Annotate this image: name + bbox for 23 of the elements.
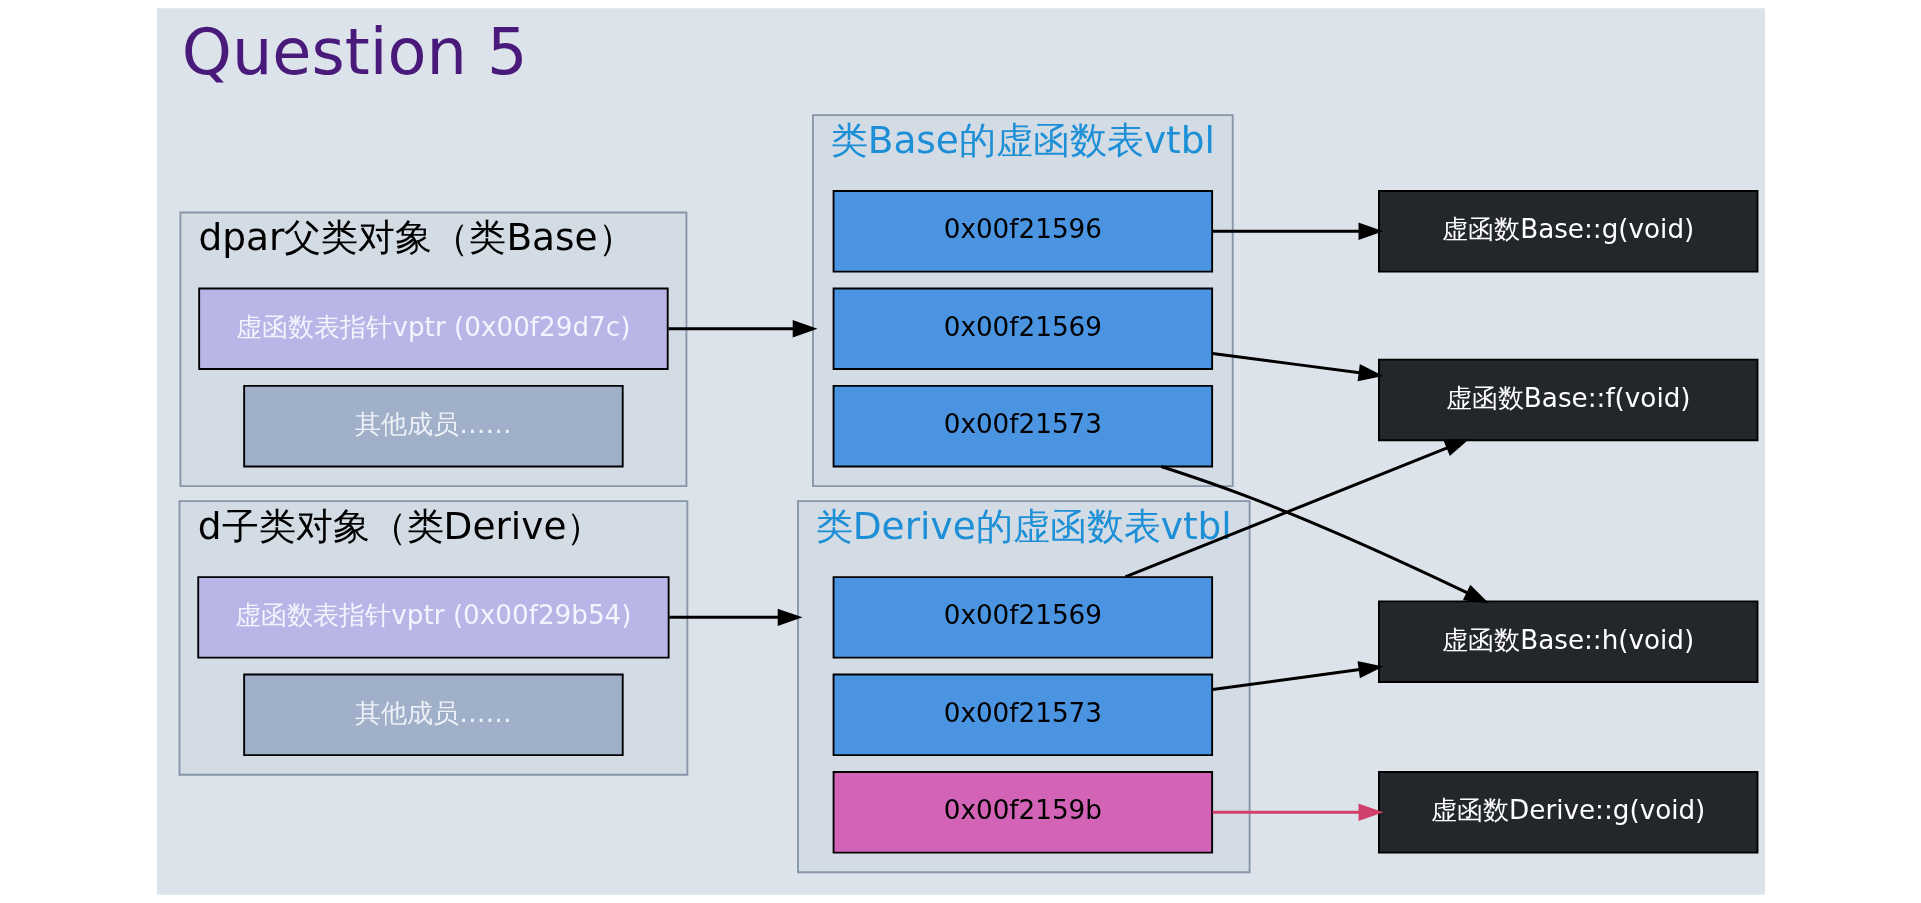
node-box: 0x00f21596 <box>832 190 1213 273</box>
node-box: 0x00f21569 <box>832 576 1213 659</box>
arrow <box>1212 222 1383 240</box>
node-box: 虚函数表指针vptr (0x00f29d7c) <box>197 287 669 370</box>
node-box: 其他成员…… <box>242 673 624 757</box>
node-box: 虚函数Derive::g(void) <box>1377 771 1758 854</box>
node-box: 0x00f2159b <box>832 771 1213 854</box>
node-box: 虚函数Base::g(void) <box>1377 190 1758 273</box>
node-box: 其他成员…… <box>242 384 624 468</box>
arrow <box>1211 351 1383 382</box>
node-box: 虚函数Base::f(void) <box>1377 358 1758 442</box>
node-box: 0x00f21569 <box>832 287 1213 370</box>
diagram-title: Question 5 <box>181 15 528 90</box>
node-box: 虚函数Base::h(void) <box>1377 600 1758 683</box>
arrow <box>1212 803 1383 821</box>
arrow <box>1160 465 1489 604</box>
arrow <box>1211 661 1383 691</box>
node-box: 0x00f21573 <box>832 384 1213 468</box>
node-box: 虚函数表指针vptr (0x00f29b54) <box>196 576 670 659</box>
arrow <box>668 608 802 627</box>
arrow <box>1124 438 1470 579</box>
arrow <box>667 320 817 338</box>
node-box: 0x00f21573 <box>832 673 1213 757</box>
